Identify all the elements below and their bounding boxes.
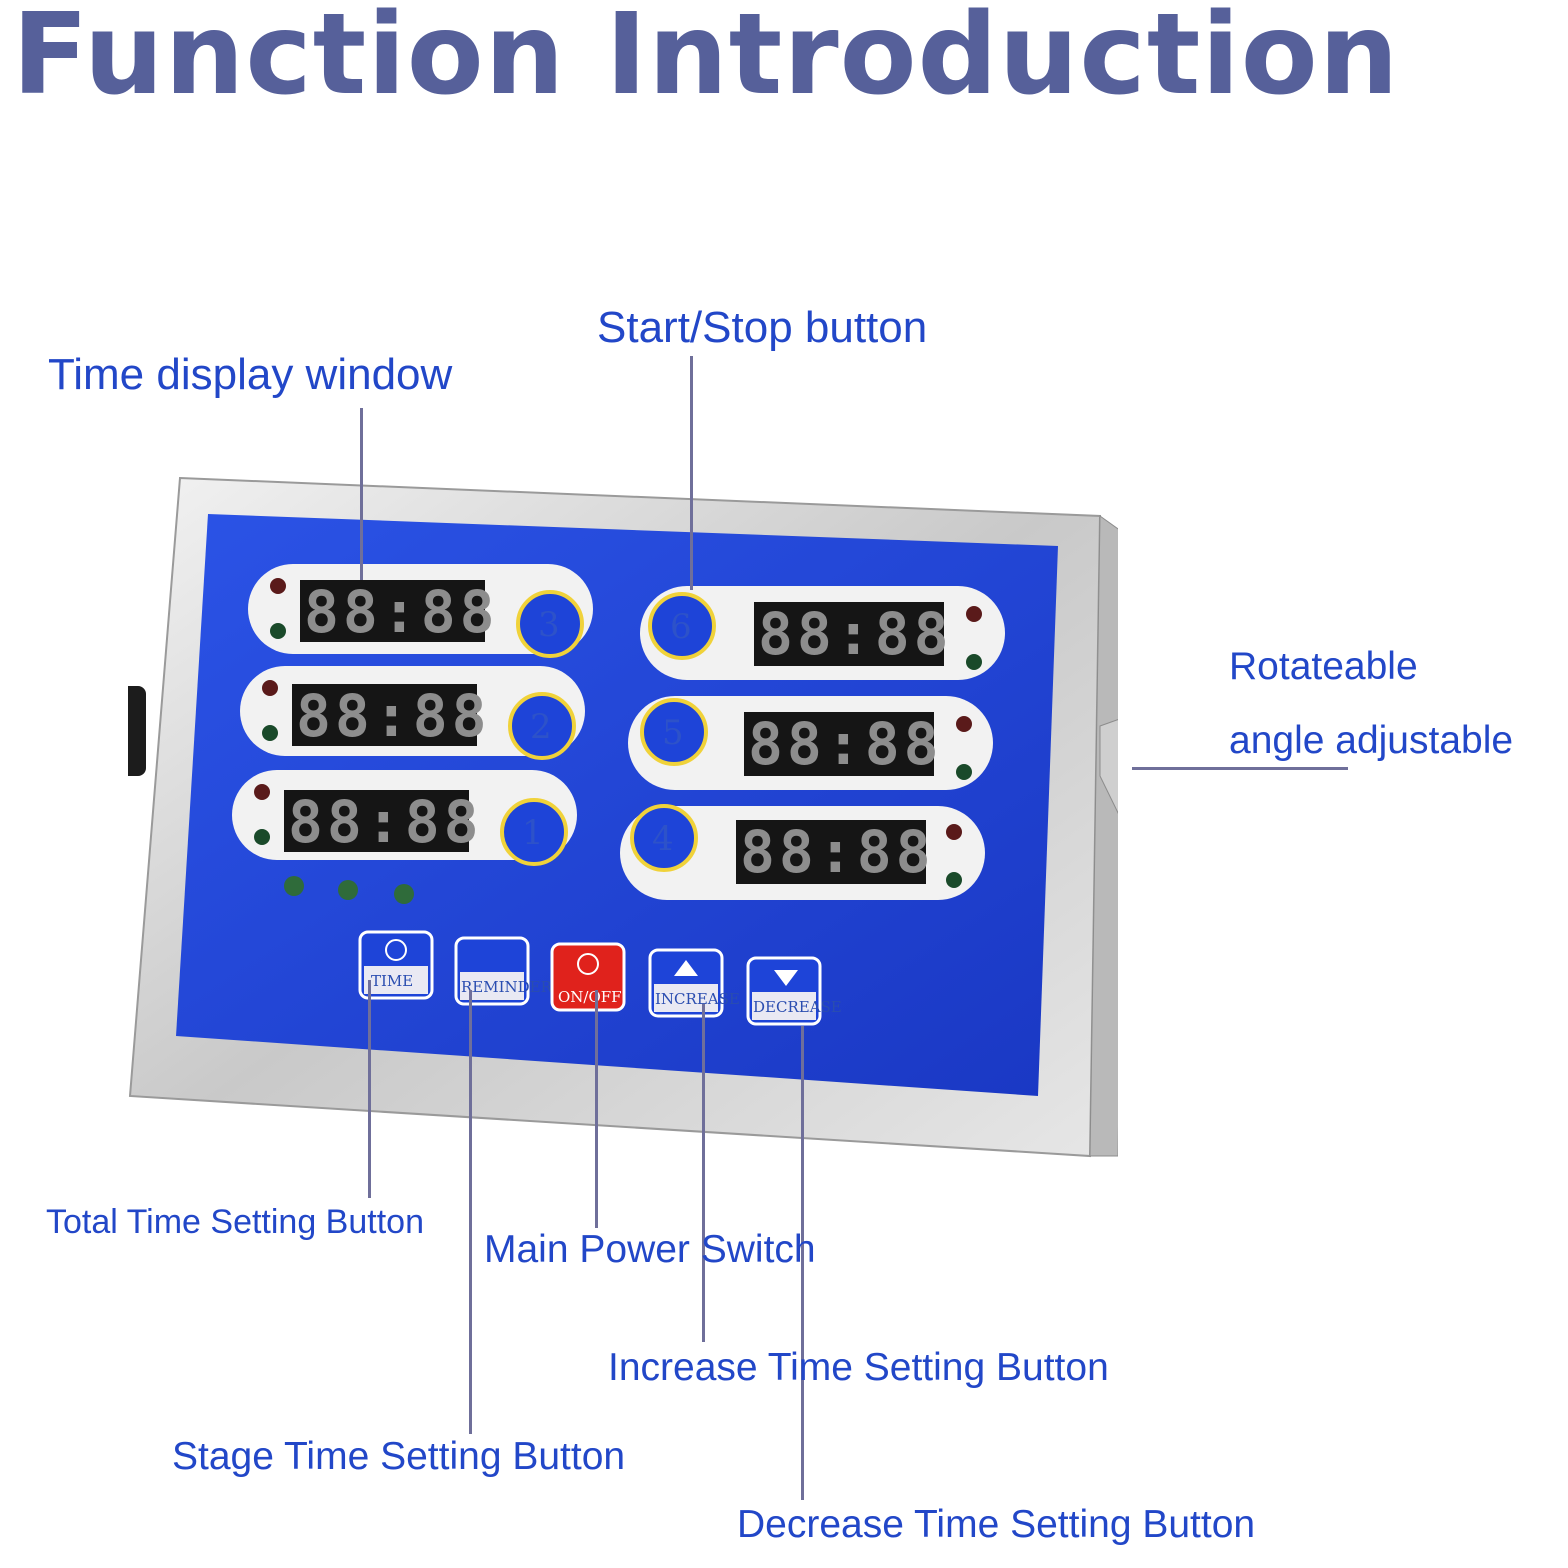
timer-device: 88:88 3 88:88 2 88:88 1 6 88:88 5 88:88: [128, 476, 1118, 1158]
svg-text:TIME: TIME: [371, 972, 413, 990]
connector-line: [801, 1026, 804, 1500]
led-indicator: [394, 884, 414, 904]
connector-line: [595, 990, 598, 1228]
timer-row-1: 88:88 1: [232, 770, 577, 866]
svg-text:88:88: 88:88: [296, 682, 491, 750]
label-rotate-2: angle adjustable: [1229, 719, 1514, 762]
label-start-stop: Start/Stop button: [597, 303, 928, 352]
timer-row-2: 88:88 2: [240, 666, 585, 760]
connector-line: [702, 1004, 705, 1342]
svg-text:REMINDER: REMINDER: [461, 978, 553, 996]
connector-line: [368, 980, 371, 1198]
led-indicator: [338, 880, 358, 900]
page-title: Function Introduction: [12, 0, 1400, 120]
timer-row-4: 4 88:88: [620, 804, 985, 900]
left-knob: [128, 686, 146, 776]
svg-text:DECREASE: DECREASE: [753, 998, 842, 1016]
svg-text:3: 3: [538, 605, 560, 645]
svg-text:88:88: 88:88: [748, 710, 943, 778]
svg-text:INCREASE: INCREASE: [655, 990, 740, 1008]
label-increase: Increase Time Setting Button: [608, 1346, 1109, 1389]
time-button: TIME: [358, 930, 434, 1000]
connector-line: [469, 990, 472, 1434]
connector-line: [1132, 767, 1348, 770]
timer-row-5: 5 88:88: [628, 696, 993, 790]
svg-text:88:88: 88:88: [740, 818, 935, 886]
svg-text:88:88: 88:88: [304, 578, 499, 646]
connector-line: [690, 356, 693, 590]
svg-text:88:88: 88:88: [288, 788, 483, 856]
connector-line: [360, 408, 363, 580]
led-indicator: [284, 876, 304, 896]
svg-text:4: 4: [652, 819, 674, 859]
svg-text:6: 6: [670, 607, 692, 647]
label-time-display: Time display window: [48, 350, 453, 399]
on-off-button: ON/OFF: [550, 942, 626, 1012]
svg-text:ON/OFF: ON/OFF: [558, 988, 622, 1006]
svg-text:2: 2: [530, 707, 552, 747]
decrease-button: DECREASE: [746, 956, 842, 1026]
timer-row-3: 88:88 3: [248, 564, 593, 658]
housing-side: [1089, 515, 1118, 1157]
timer-row-6: 6 88:88: [640, 586, 1005, 680]
label-stage-time: Stage Time Setting Button: [172, 1435, 626, 1478]
svg-text:88:88: 88:88: [758, 600, 953, 668]
svg-text:5: 5: [662, 713, 684, 753]
label-total-time: Total Time Setting Button: [46, 1203, 424, 1241]
svg-text:1: 1: [522, 813, 544, 853]
label-rotate-1: Rotateable: [1229, 645, 1418, 688]
label-decrease: Decrease Time Setting Button: [737, 1503, 1256, 1546]
label-main-power: Main Power Switch: [484, 1228, 816, 1271]
right-knob: [1099, 719, 1118, 814]
increase-button: INCREASE: [648, 948, 740, 1018]
